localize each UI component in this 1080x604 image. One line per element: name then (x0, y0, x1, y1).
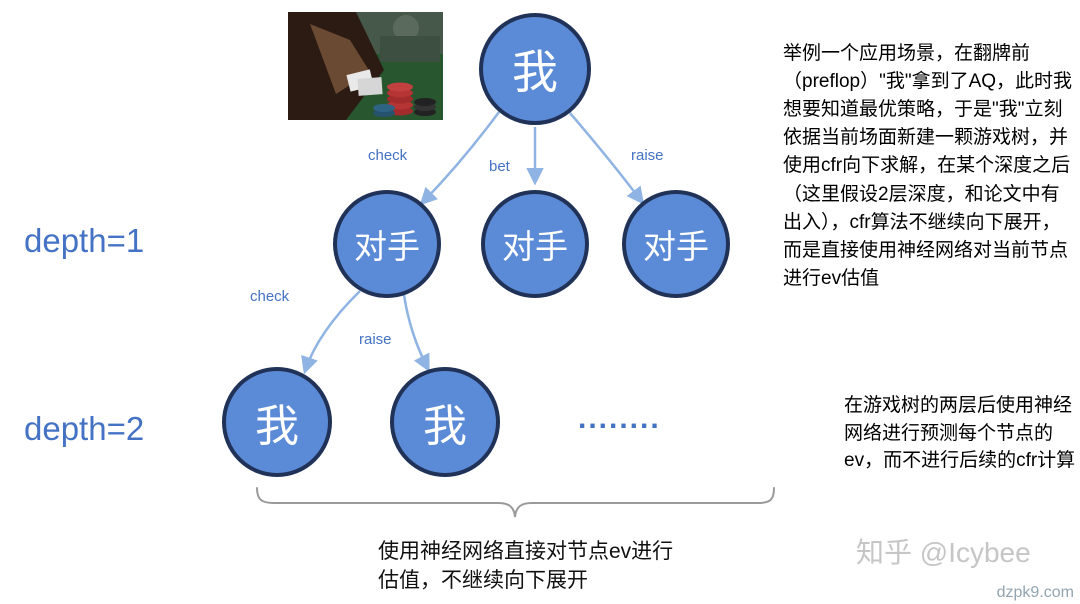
edge-opp-raise (402, 294, 430, 373)
brace-caption: 使用神经网络直接对节点ev进行估值，不继续向下展开 (378, 540, 674, 593)
edge-opp-check (301, 290, 361, 375)
poker-photo-image (288, 12, 443, 120)
tree-node-opponent-raise: 对手 (622, 190, 730, 298)
annotation-right-bottom: 在游戏树的两层后使用神经网络进行预测每个节点的ev，而不进行后续的cfr计算 (844, 395, 1076, 472)
tree-node-root: 我 (479, 13, 591, 125)
edge-root-check (419, 111, 501, 206)
tree-node-opponent-bet: 对手 (481, 190, 589, 298)
poker-photo (288, 12, 443, 120)
edge-label-check-2: check (250, 288, 290, 305)
depth-2-label: depth=2 (24, 410, 145, 447)
annotation-right-top: 举例一个应用场景，在翻牌前（preflop）"我"拿到了AQ，此时我想要知道最优… (783, 43, 1073, 289)
tree-node-me-depth2-left: 我 (222, 367, 332, 477)
edge-label-raise-1: raise (631, 147, 664, 164)
author-watermark: 知乎 @Icybee (856, 537, 1031, 568)
underbrace (256, 487, 775, 518)
tree-node-opponent-check: 对手 (333, 190, 441, 298)
omitted-nodes-ellipsis: ........ (578, 402, 661, 435)
edge-label-bet: bet (489, 158, 510, 175)
edge-label-raise-2: raise (359, 331, 392, 348)
depth-1-label: depth=1 (24, 222, 145, 259)
edge-label-check-1: check (368, 147, 408, 164)
tree-node-me-depth2-right: 我 (390, 367, 500, 477)
site-watermark: dzpk9.com (996, 584, 1074, 601)
